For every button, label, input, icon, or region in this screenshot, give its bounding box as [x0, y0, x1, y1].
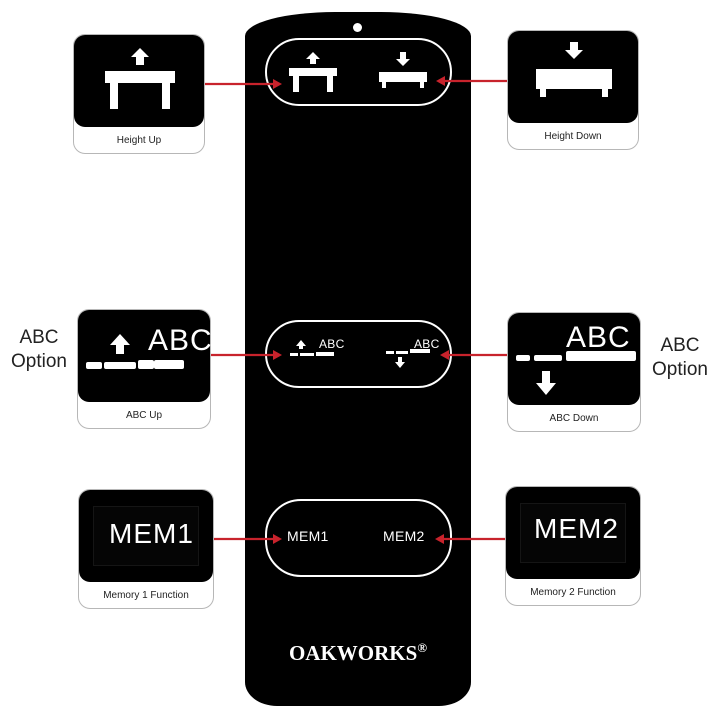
abc-option-left-line1: ABC	[19, 327, 59, 348]
mem2-tile-text: MEM2	[534, 513, 619, 544]
height-up-card: Height Up	[73, 34, 205, 154]
abc-option-label-left: ABC Option	[4, 326, 74, 374]
abc-up-card: ABC ABC Up	[77, 309, 213, 429]
abc-down-card: ABC ABC Down	[507, 312, 641, 432]
abc-down-tile-text: ABC	[566, 321, 631, 354]
abc-down-button[interactable]	[378, 330, 448, 370]
mem2-tile: MEM2	[506, 487, 640, 579]
mem1-display	[93, 506, 199, 566]
height-up-tile	[74, 35, 204, 127]
mem1-tile: MEM1	[79, 490, 213, 582]
height-up-caption: Height Up	[116, 135, 162, 146]
abc-down-button-label: ABC	[414, 337, 440, 351]
height-up-button[interactable]	[283, 50, 343, 96]
abc-up-icon	[86, 334, 154, 369]
abc-down-icon	[516, 351, 636, 395]
table-down-icon	[536, 42, 612, 97]
abc-option-right-line2: Option	[652, 359, 708, 380]
status-led	[353, 23, 362, 32]
brand-name: OAKWORKS	[288, 641, 418, 665]
mem1-caption: Memory 1 Function	[103, 590, 189, 601]
abc-up-tile: ABC	[78, 310, 213, 402]
mem2-display	[520, 503, 626, 563]
height-down-card: Height Down	[507, 30, 639, 150]
abc-option-left-line2: Option	[11, 351, 67, 372]
mem2-caption: Memory 2 Function	[530, 587, 616, 598]
mem2-button[interactable]: MEM2	[383, 528, 425, 544]
abc-down-caption: ABC Down	[549, 413, 599, 424]
abc-up-caption: ABC Up	[125, 410, 163, 421]
abc-up-icon	[290, 340, 334, 356]
table-up-icon	[289, 52, 337, 92]
abc-up-button-label: ABC	[319, 337, 345, 351]
mem1-button[interactable]: MEM1	[287, 528, 329, 544]
height-down-caption: Height Down	[544, 131, 602, 142]
height-down-button[interactable]	[373, 50, 433, 96]
table-down-icon	[379, 52, 427, 88]
mem1-card: MEM1 Memory 1 Function	[78, 489, 214, 609]
abc-option-label-right: ABC Option	[645, 334, 713, 382]
height-button-group	[265, 38, 452, 106]
abc-down-icon	[386, 349, 430, 368]
brand-logo: OAKWORKS®	[245, 640, 471, 666]
mem1-tile-text: MEM1	[109, 518, 194, 549]
abc-up-tile-text: ABC	[148, 324, 213, 357]
abc-option-right-line1: ABC	[660, 335, 700, 356]
abc-down-tile: ABC	[508, 313, 640, 405]
abc-up-icon-extension	[154, 360, 184, 369]
height-down-tile	[508, 31, 638, 123]
brand-registered-mark: ®	[417, 640, 428, 655]
table-up-icon	[105, 48, 175, 109]
abc-up-button[interactable]	[280, 330, 350, 370]
mem2-card: MEM2 Memory 2 Function	[505, 486, 641, 606]
